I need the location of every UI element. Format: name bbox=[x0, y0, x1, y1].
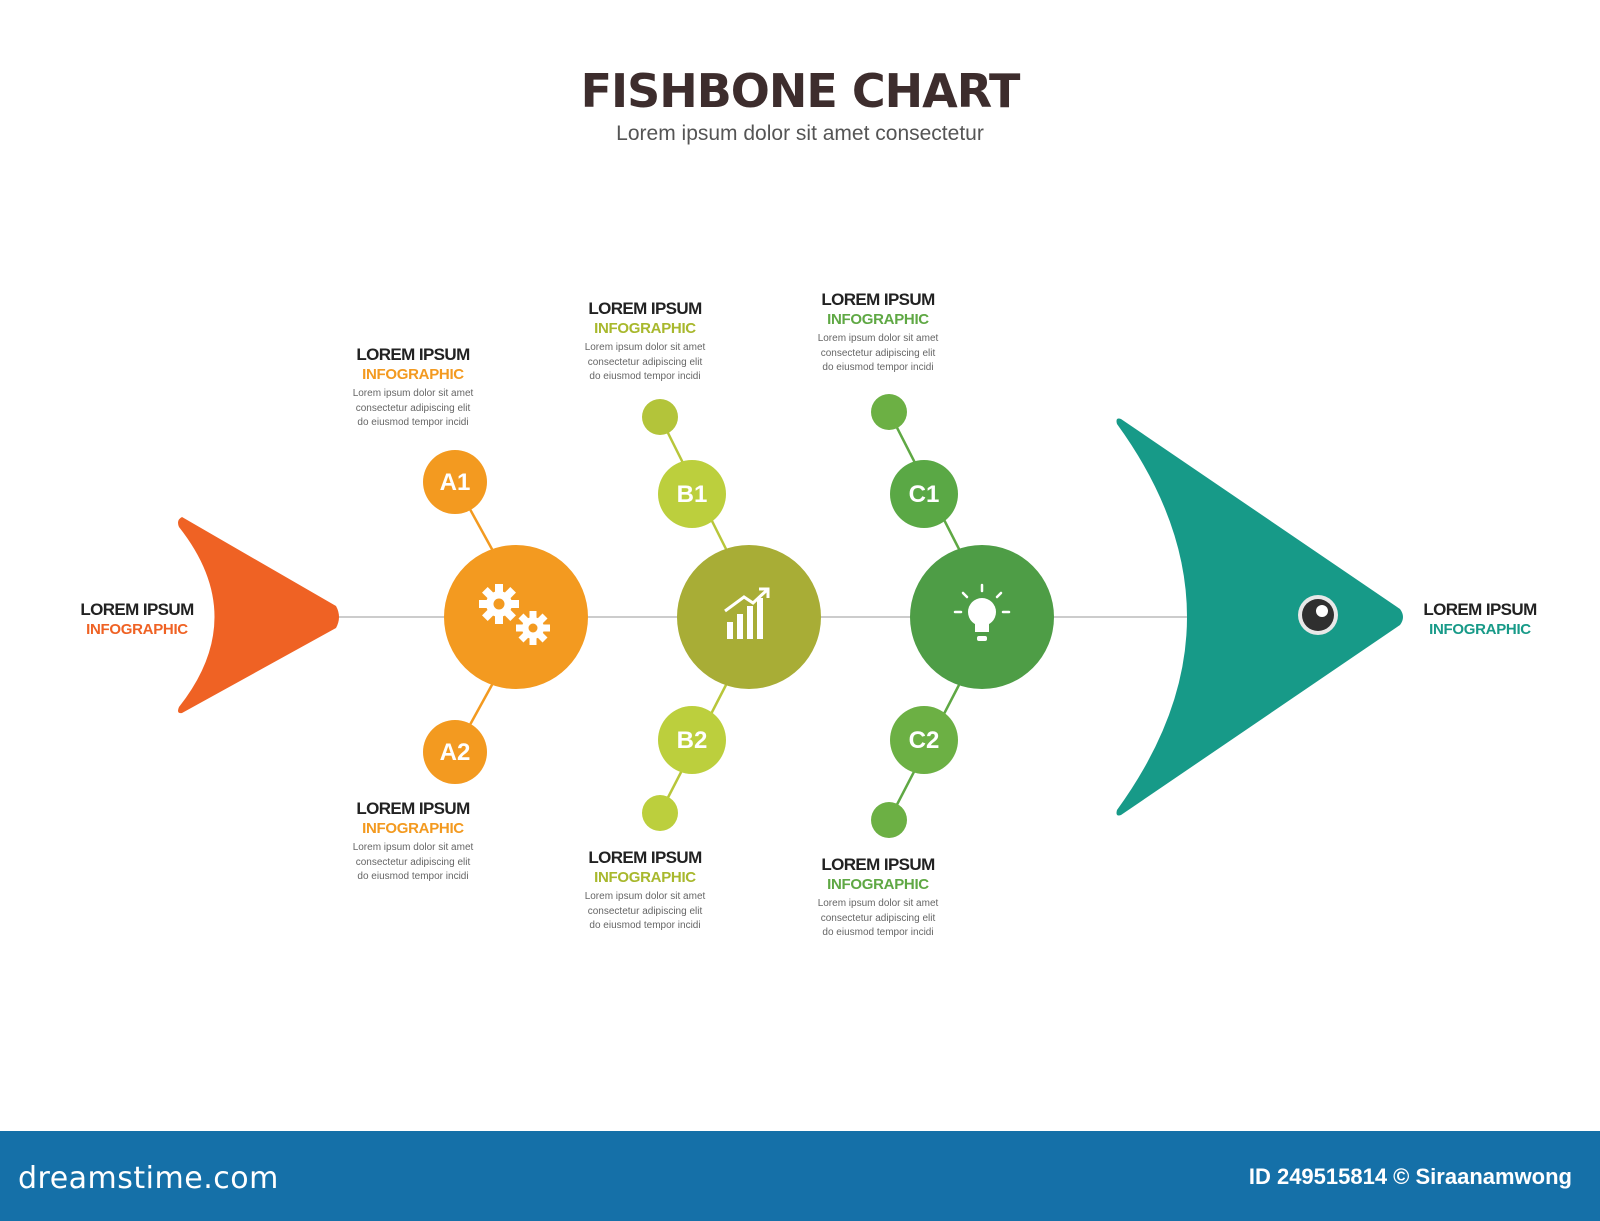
node-c2-dot bbox=[871, 802, 907, 838]
page-title: FISHBONE CHART bbox=[580, 64, 1021, 118]
block-heading: LOREM IPSUM bbox=[821, 855, 935, 874]
node-b1 bbox=[658, 460, 726, 528]
growth-chart-icon bbox=[724, 587, 770, 639]
text-block-a1: LOREM IPSUM INFOGRAPHIC Lorem ipsum dolo… bbox=[338, 345, 488, 431]
block-heading: LOREM IPSUM bbox=[356, 799, 470, 818]
node-a-main bbox=[444, 545, 588, 689]
footer-bar: dreamstime.com ID 249515814 © Siraanamwo… bbox=[0, 1131, 1600, 1221]
text-block-b2: LOREM IPSUM INFOGRAPHIC Lorem ipsum dolo… bbox=[570, 848, 720, 934]
lightbulb-icon bbox=[953, 583, 1011, 641]
block-heading: LOREM IPSUM bbox=[588, 299, 702, 318]
node-b1-label: B1 bbox=[677, 481, 708, 508]
page-subtitle: Lorem ipsum dolor sit amet consectetur bbox=[616, 122, 984, 145]
head-label-heading: LOREM IPSUM bbox=[1423, 600, 1537, 619]
node-c2-label: C2 bbox=[909, 727, 940, 754]
node-c2 bbox=[890, 706, 958, 774]
text-block-b1: LOREM IPSUM INFOGRAPHIC Lorem ipsum dolo… bbox=[570, 299, 720, 385]
block-heading: LOREM IPSUM bbox=[588, 848, 702, 867]
block-body: Lorem ipsum dolor sit amet consectetur a… bbox=[352, 842, 474, 882]
gears-icon bbox=[479, 584, 550, 645]
node-a2-label: A2 bbox=[440, 739, 471, 766]
node-b2 bbox=[658, 706, 726, 774]
text-block-c1: LOREM IPSUM INFOGRAPHIC Lorem ipsum dolo… bbox=[803, 290, 953, 376]
block-body: Lorem ipsum dolor sit amet consectetur a… bbox=[352, 388, 474, 428]
node-b2-label: B2 bbox=[677, 727, 708, 754]
fish-eye-highlight bbox=[1316, 605, 1328, 617]
node-c1-dot bbox=[871, 394, 907, 430]
node-b2-dot bbox=[642, 795, 678, 831]
tail-label-heading: LOREM IPSUM bbox=[80, 600, 194, 619]
block-sub: INFOGRAPHIC bbox=[362, 366, 464, 383]
text-block-c2: LOREM IPSUM INFOGRAPHIC Lorem ipsum dolo… bbox=[803, 855, 953, 941]
block-body: Lorem ipsum dolor sit amet consectetur a… bbox=[817, 333, 939, 373]
node-a1 bbox=[423, 450, 487, 514]
node-a1-label: A1 bbox=[440, 469, 471, 496]
head-label-sub: INFOGRAPHIC bbox=[1429, 621, 1531, 638]
block-heading: LOREM IPSUM bbox=[356, 345, 470, 364]
block-sub: INFOGRAPHIC bbox=[362, 820, 464, 837]
block-sub: INFOGRAPHIC bbox=[594, 320, 696, 337]
text-block-a2: LOREM IPSUM INFOGRAPHIC Lorem ipsum dolo… bbox=[338, 799, 488, 885]
fish-tail bbox=[178, 517, 339, 714]
node-a2 bbox=[423, 720, 487, 784]
fish-head bbox=[1116, 418, 1403, 816]
head-label: LOREM IPSUM INFOGRAPHIC bbox=[1405, 600, 1555, 639]
node-c1 bbox=[890, 460, 958, 528]
block-sub: INFOGRAPHIC bbox=[827, 876, 929, 893]
node-b1-dot bbox=[642, 399, 678, 435]
block-sub: INFOGRAPHIC bbox=[827, 311, 929, 328]
tail-label: LOREM IPSUM INFOGRAPHIC bbox=[62, 600, 212, 639]
footer-logo[interactable]: dreamstime.com bbox=[18, 1161, 279, 1196]
block-heading: LOREM IPSUM bbox=[821, 290, 935, 309]
block-sub: INFOGRAPHIC bbox=[594, 869, 696, 886]
block-body: Lorem ipsum dolor sit amet consectetur a… bbox=[584, 342, 706, 382]
tail-label-sub: INFOGRAPHIC bbox=[86, 621, 188, 638]
node-c1-label: C1 bbox=[909, 481, 940, 508]
block-body: Lorem ipsum dolor sit amet consectetur a… bbox=[584, 891, 706, 931]
block-body: Lorem ipsum dolor sit amet consectetur a… bbox=[817, 898, 939, 938]
footer-credit: ID 249515814 © Siraanamwong bbox=[1248, 1164, 1572, 1189]
